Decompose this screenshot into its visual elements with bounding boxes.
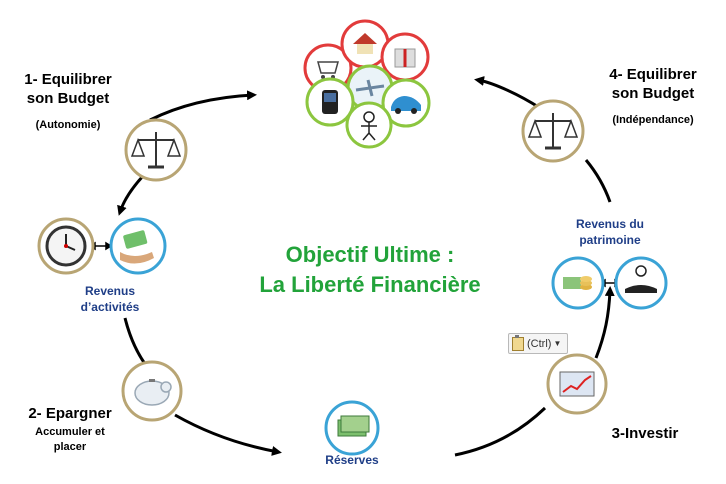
- step4-line1: 4- Equilibrer: [609, 66, 697, 83]
- step1-subtitle: (Autonomie): [35, 119, 101, 131]
- phone-icon: [305, 77, 355, 127]
- revenus-patrimoine-line1: Revenus du: [575, 217, 644, 231]
- center-title-line1: Objectif Ultime :: [285, 242, 455, 267]
- car-icon: [381, 78, 431, 128]
- clipboard-icon: [512, 334, 524, 351]
- step2-sub1: Accumuler et: [35, 426, 105, 438]
- reserves-label: Réserves: [325, 453, 379, 467]
- arrow-top-right: [474, 76, 541, 110]
- revenus-patrimoine-line2: patrimoine: [579, 233, 641, 247]
- revenus-patrimoine-label: Revenus du patrimoine: [550, 216, 670, 248]
- arrow-bottom-left: [174, 413, 282, 456]
- arrow-left-down: [117, 174, 145, 216]
- arrow-top-left: [149, 90, 257, 122]
- revenus-activites-line1: Revenus: [84, 284, 136, 298]
- revenus-activites-line2: d’activités: [80, 300, 140, 314]
- step1-line1: 1- Equilibrer: [24, 71, 112, 88]
- person-icon: [345, 101, 393, 149]
- coins-cash-icon: [551, 256, 605, 310]
- step2-title: 2- Epargner: [28, 405, 112, 422]
- growth-chart-icon: [546, 353, 608, 415]
- step2-subtitle: Accumuler et placer: [10, 425, 130, 455]
- arrow-bottom-right: [454, 406, 547, 457]
- money-hand-icon: [109, 217, 167, 275]
- scale-icon: [124, 118, 188, 182]
- arrow-left-lower: [123, 317, 150, 369]
- paste-options-label: (Ctrl): [527, 337, 552, 350]
- revenus-activites-label: Revenus d’activités: [50, 283, 170, 315]
- step2-sub2: placer: [53, 441, 87, 453]
- paste-options-button[interactable]: (Ctrl) ▼: [508, 333, 568, 354]
- step1-title: 1- Equilibrer son Budget: [8, 70, 128, 108]
- step4-title: 4- Equilibrer son Budget: [583, 65, 723, 103]
- piggy-bank-icon: [121, 360, 183, 422]
- scale-icon: [521, 99, 585, 163]
- step4-line2: son Budget: [611, 85, 695, 102]
- step4-subtitle: (Indépendance): [612, 114, 694, 126]
- gift-icon: [380, 32, 430, 82]
- center-title-line2: La Liberté Financière: [259, 272, 481, 297]
- clock-icon: [37, 217, 95, 275]
- center-title: Objectif Ultime : La Liberté Financière: [205, 240, 535, 300]
- cash-stack-icon: [324, 400, 380, 456]
- relax-icon: [614, 256, 668, 310]
- arrow-right-upper: [584, 159, 612, 203]
- step1-line2: son Budget: [26, 90, 110, 107]
- arrow-right-up: [594, 286, 615, 359]
- chevron-down-icon: ▼: [553, 339, 562, 348]
- step3-title: 3-Investir: [611, 425, 679, 442]
